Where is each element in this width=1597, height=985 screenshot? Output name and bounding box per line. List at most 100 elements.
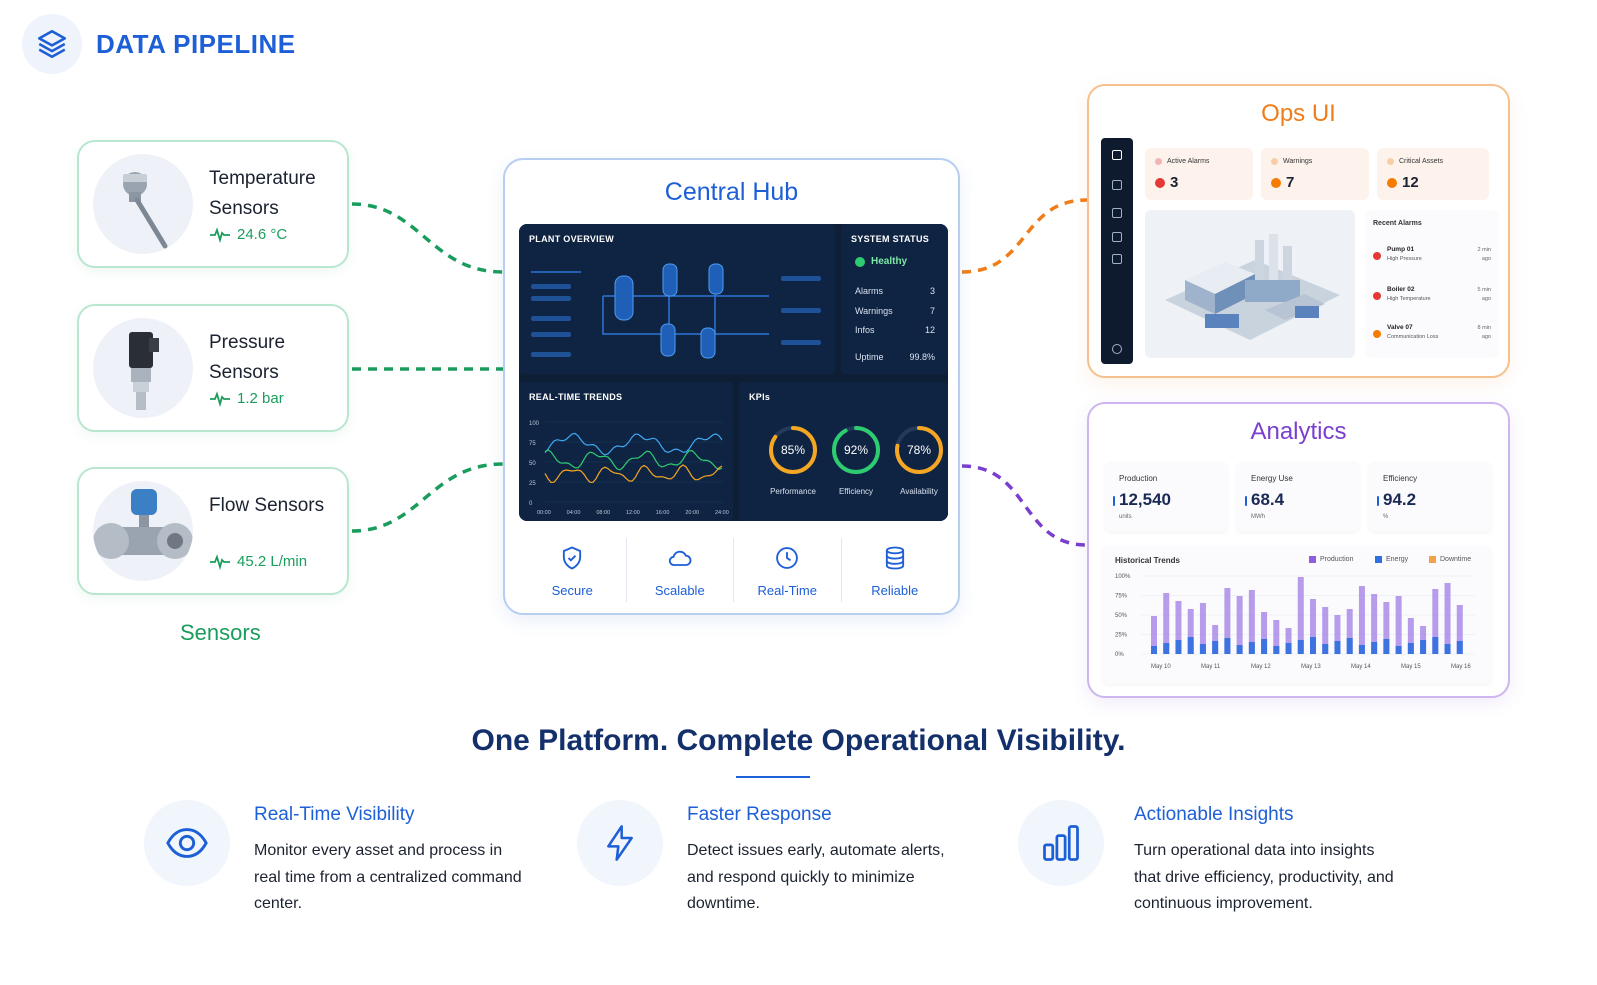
brand-title: DATA PIPELINE: [96, 28, 296, 59]
legend-downtime: Downtime: [1429, 556, 1471, 563]
sensor-name: Flow Sensors: [209, 495, 325, 516]
alarm-item[interactable]: Boiler 02 High Temperature 5 min ago: [1373, 286, 1493, 310]
sidebar-assets-icon[interactable]: [1112, 180, 1122, 190]
kpi-gauge: 85%Performance: [763, 422, 823, 496]
legend-swatch: [1429, 556, 1436, 563]
analytics-bar-production: [1273, 620, 1280, 654]
connector-analytics: [961, 464, 1088, 547]
analytics-bar-production: [1236, 596, 1243, 654]
flow-sensor-image: [93, 481, 193, 581]
sidebar-reports-icon[interactable]: [1112, 232, 1122, 242]
analytics-bar-energy: [1444, 644, 1451, 654]
pressure-sensor-image: [93, 318, 193, 418]
sidebar-user-icon[interactable]: [1112, 344, 1122, 354]
trend-y-tick: 100: [529, 421, 540, 427]
historical-trends-title: Historical Trends: [1115, 556, 1180, 565]
analytics-bar-energy: [1248, 642, 1255, 654]
cloud-icon: [668, 550, 692, 566]
layers-icon: [22, 14, 82, 74]
analytics-bar-production: [1261, 612, 1268, 654]
benefit-actionable-insights: Actionable Insights Turn operational dat…: [1018, 800, 1408, 930]
alarm-name: Pump 01: [1387, 246, 1415, 253]
alarm-time: 2 min ago: [1477, 247, 1491, 262]
asset-icon: [1387, 158, 1394, 165]
alarm-detail: Communication Loss: [1387, 334, 1439, 340]
trend-line: [544, 449, 723, 471]
sidebar-settings-icon[interactable]: [1112, 254, 1122, 264]
analytics-y-tick: 50%: [1115, 613, 1128, 619]
feature-label: Reliable: [871, 583, 919, 598]
analytics-bar-production: [1248, 590, 1255, 654]
benefit-title: Actionable Insights: [1134, 804, 1294, 825]
ops-stat-warnings: Warnings 7: [1261, 148, 1369, 200]
analytics-bar-energy: [1456, 641, 1463, 654]
trend-y-tick: 75: [529, 441, 536, 447]
sensor-card-pressure[interactable]: Pressure Sensors 1.2 bar: [77, 304, 349, 432]
kpis-title: KPIs: [749, 392, 771, 402]
trend-y-tick: 25: [529, 481, 536, 487]
sensor-reading: 24.6 °C: [209, 226, 287, 243]
kpi-value: 68.4: [1251, 490, 1285, 509]
system-status-title: SYSTEM STATUS: [851, 234, 930, 244]
analytics-bar-production: [1395, 596, 1402, 654]
pulse-icon: [210, 553, 230, 570]
sidebar-home-icon[interactable]: [1112, 150, 1122, 160]
sidebar-alarms-icon[interactable]: [1112, 208, 1122, 218]
trend-y-tick: 50: [529, 461, 536, 467]
ops-stat-value: 12: [1387, 174, 1419, 191]
analytics-bar-energy: [1322, 644, 1329, 654]
ops-stat-label: Active Alarms: [1167, 158, 1210, 165]
analytics-bar-energy: [1346, 638, 1353, 654]
kpi-gauge: 78%Availability: [889, 422, 948, 496]
analytics-bar-production: [1456, 605, 1463, 654]
trend-x-tick: 20:00: [685, 510, 699, 516]
bar-chart-icon: [1018, 800, 1104, 886]
analytics-bar-production: [1163, 593, 1170, 654]
feature-reliable: Reliable: [842, 538, 949, 602]
historical-trends-panel: Historical Trends Production Energy Down…: [1103, 546, 1491, 684]
analytics-kpi-energy: Energy Use 68.4 MWh: [1237, 462, 1359, 532]
analytics-bar-energy: [1297, 640, 1304, 654]
analytics-y-tick: 0%: [1115, 652, 1124, 658]
alarm-detail: High Temperature: [1387, 296, 1431, 302]
analytics-bar-energy: [1432, 637, 1439, 654]
analytics-bar-production: [1199, 603, 1206, 654]
connector-flow: [351, 462, 504, 533]
hub-feature-bar: Secure Scalable Real-Time Reliable: [519, 538, 948, 602]
benefit-title: Faster Response: [687, 804, 832, 825]
benefit-text: Turn operational data into insights that…: [1134, 842, 1394, 912]
ops-stat-value: 7: [1271, 174, 1294, 191]
alarm-item[interactable]: Pump 01 High Pressure 2 min ago: [1373, 246, 1493, 270]
alarm-icon: [1373, 292, 1381, 300]
analytics-bar-energy: [1261, 639, 1268, 654]
kpi-unit: MWh: [1251, 514, 1265, 520]
database-icon: [885, 546, 904, 570]
alarm-name: Boiler 02: [1387, 286, 1415, 293]
sensor-card-temperature[interactable]: Temperature Sensors 24.6 °C: [77, 140, 349, 268]
analytics-y-tick: 100%: [1115, 574, 1131, 580]
kpi-unit: %: [1383, 514, 1389, 520]
ops-stat-critical-assets: Critical Assets 12: [1377, 148, 1489, 200]
trend-x-tick: 24:00: [715, 510, 729, 516]
analytics-y-tick: 75%: [1115, 594, 1128, 600]
alarm-time: 5 min ago: [1477, 287, 1491, 302]
benefit-title: Real-Time Visibility: [254, 804, 415, 825]
alarm-time: 8 min ago: [1477, 325, 1491, 340]
analytics-x-tick: May 12: [1251, 664, 1271, 670]
analytics-card[interactable]: Analytics Production 12,540 units Energy…: [1087, 402, 1510, 698]
feature-label: Real-Time: [757, 583, 817, 598]
ops-ui-card[interactable]: Ops UI Active Alarms 3 Warnings 7 Critic…: [1087, 84, 1510, 378]
pulse-icon: [210, 390, 230, 407]
sensor-card-flow[interactable]: Flow Sensors 45.2 L/min: [77, 467, 349, 595]
legend-energy: Energy: [1375, 556, 1408, 563]
ops-stat-label: Critical Assets: [1399, 158, 1443, 165]
warning-icon: [1271, 177, 1281, 188]
feature-scalable: Scalable: [627, 538, 734, 602]
alarm-item[interactable]: Valve 07 Communication Loss 8 min ago: [1373, 324, 1493, 348]
central-hub-card[interactable]: Central Hub PLANT OVERVIEW: [503, 158, 960, 615]
feature-label: Scalable: [654, 583, 705, 598]
analytics-x-tick: May 10: [1151, 664, 1171, 670]
